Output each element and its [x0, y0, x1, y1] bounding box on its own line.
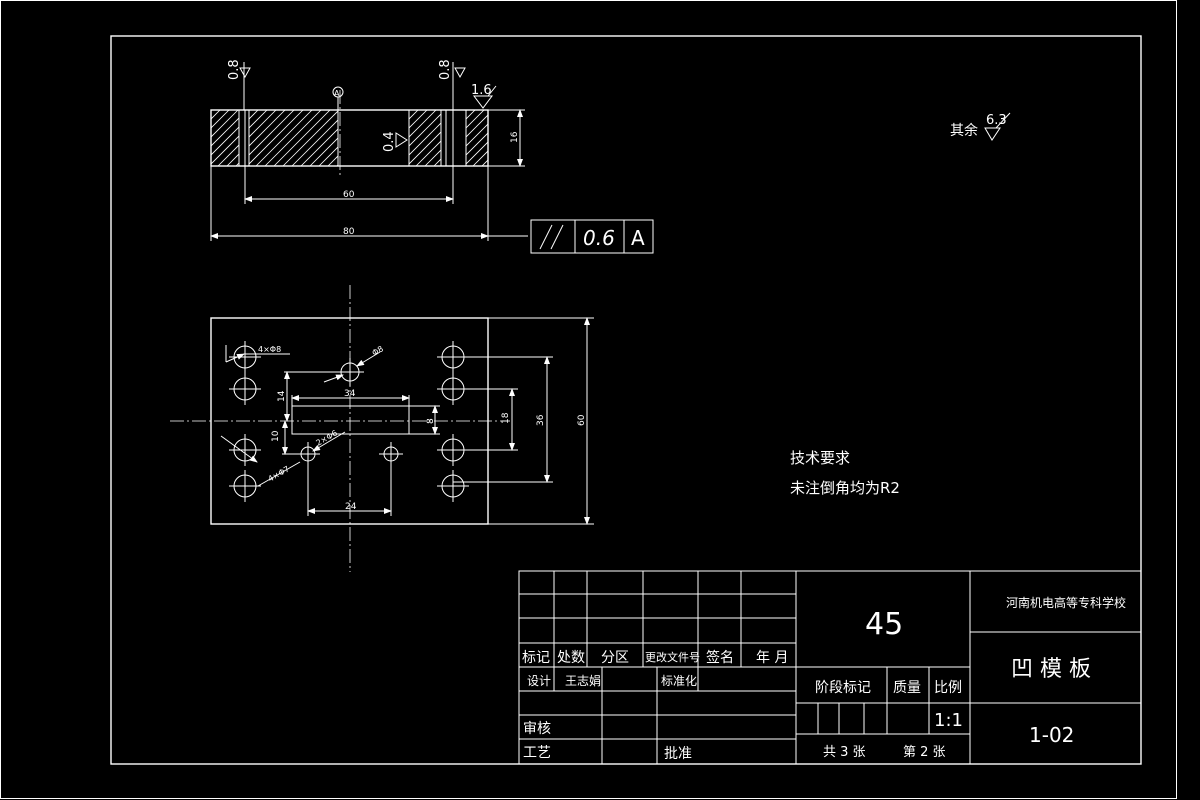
hatch-region: [249, 110, 338, 166]
tech-title: 技术要求: [790, 449, 850, 467]
small-hole-label: 2×Φ6: [315, 428, 340, 447]
col-zone: 分区: [601, 650, 629, 666]
col-doc: 更改文件号: [645, 650, 700, 664]
roughness-symbol-mid: 0.8: [438, 59, 466, 110]
col-count: 处数: [557, 650, 585, 666]
plan-view: [170, 285, 510, 572]
other-roughness: 其余 6.3: [950, 112, 1011, 141]
center-hole-label: Φ8: [371, 344, 385, 357]
dim-inner-width: 60: [244, 166, 454, 204]
col-mark: 标记: [522, 650, 550, 666]
hole-leaders: 4×Φ8 Φ8 2×Φ6 4×Φ7: [220, 344, 385, 487]
process-label: 工艺: [523, 745, 551, 761]
mass-label: 质量: [893, 680, 921, 696]
outer-border: [0, 0, 1177, 799]
slot: [291, 405, 410, 435]
stage-mark-label: 阶段标记: [815, 680, 871, 696]
other-roughness-label: 其余: [950, 122, 978, 139]
tolerance-frame: 0.6 A: [530, 219, 654, 254]
scale-value: 1:1: [934, 710, 963, 731]
roughness-left-value: 0.8: [227, 59, 242, 80]
dim-60-text: 60: [577, 414, 587, 426]
dim-24-text: 24: [345, 502, 357, 512]
ratio-label: 比例: [934, 680, 962, 696]
approve-label: 批准: [664, 746, 692, 762]
design-label: 设计: [527, 674, 551, 688]
dim-thickness: 16: [488, 109, 525, 167]
tolerance-value: 0.6: [583, 226, 615, 250]
hatch-region: [466, 110, 488, 166]
roughness-symbol-inner: 0.4: [382, 131, 408, 152]
review-label: 审核: [523, 721, 551, 737]
roughness-inner-value: 0.4: [382, 131, 397, 152]
hatch-region: [409, 110, 441, 166]
dim-total-width: 80: [210, 166, 528, 241]
dim-inner-width-text: 60: [343, 190, 355, 200]
dim-10-text: 10: [271, 430, 281, 442]
hole-pattern-label: 4×Φ8: [258, 345, 281, 354]
hatch-region: [211, 110, 239, 166]
designer-name: 王志娟: [565, 674, 601, 688]
technical-requirements: 技术要求 未注倒角均为R2: [790, 449, 900, 497]
plan-dimensions: 34 14 10 8 24 18 36 60: [271, 317, 594, 525]
dim-thickness-text: 16: [510, 131, 520, 143]
other-roughness-value: 6.3: [986, 113, 1007, 128]
section-outline: [210, 109, 489, 167]
lower-hole-label: 4×Φ7: [267, 464, 292, 483]
datum-label: A: [334, 89, 340, 98]
part-name: 凹 模 板: [1011, 657, 1091, 682]
school-name: 河南机电高等专科学校: [1006, 595, 1126, 610]
dim-18-text: 18: [501, 412, 511, 424]
sheets-total: 共 3 张: [823, 745, 866, 760]
dim-total-width-text: 80: [343, 227, 355, 237]
material: 45: [865, 607, 903, 642]
roughness-symbol-left: 0.8: [227, 59, 251, 110]
col-sign: 签名: [706, 649, 734, 666]
dim-slot-length-text: 34: [344, 389, 356, 399]
dim-14-text: 14: [277, 390, 287, 402]
tolerance-datum: A: [631, 226, 645, 250]
dim-slot-width-text: 8: [426, 418, 436, 424]
datum-marker: A: [332, 86, 344, 110]
drawing-number: 1-02: [1029, 723, 1074, 747]
section-view: [210, 90, 489, 175]
col-date: 年 月: [756, 650, 788, 666]
roughness-right-value: 1.6: [471, 83, 492, 98]
sheet-no: 第 2 张: [903, 745, 946, 760]
tech-line-1: 未注倒角均为R2: [790, 479, 900, 497]
title-block: 标记 处数 分区 更改文件号 签名 年 月 设计 王志娟 标准化 审核 工艺 批…: [518, 570, 1142, 765]
roughness-symbol-right: 1.6: [471, 83, 497, 109]
dim-36-text: 36: [536, 414, 546, 426]
standard-label: 标准化: [661, 674, 697, 688]
roughness-mid-value: 0.8: [438, 59, 453, 80]
